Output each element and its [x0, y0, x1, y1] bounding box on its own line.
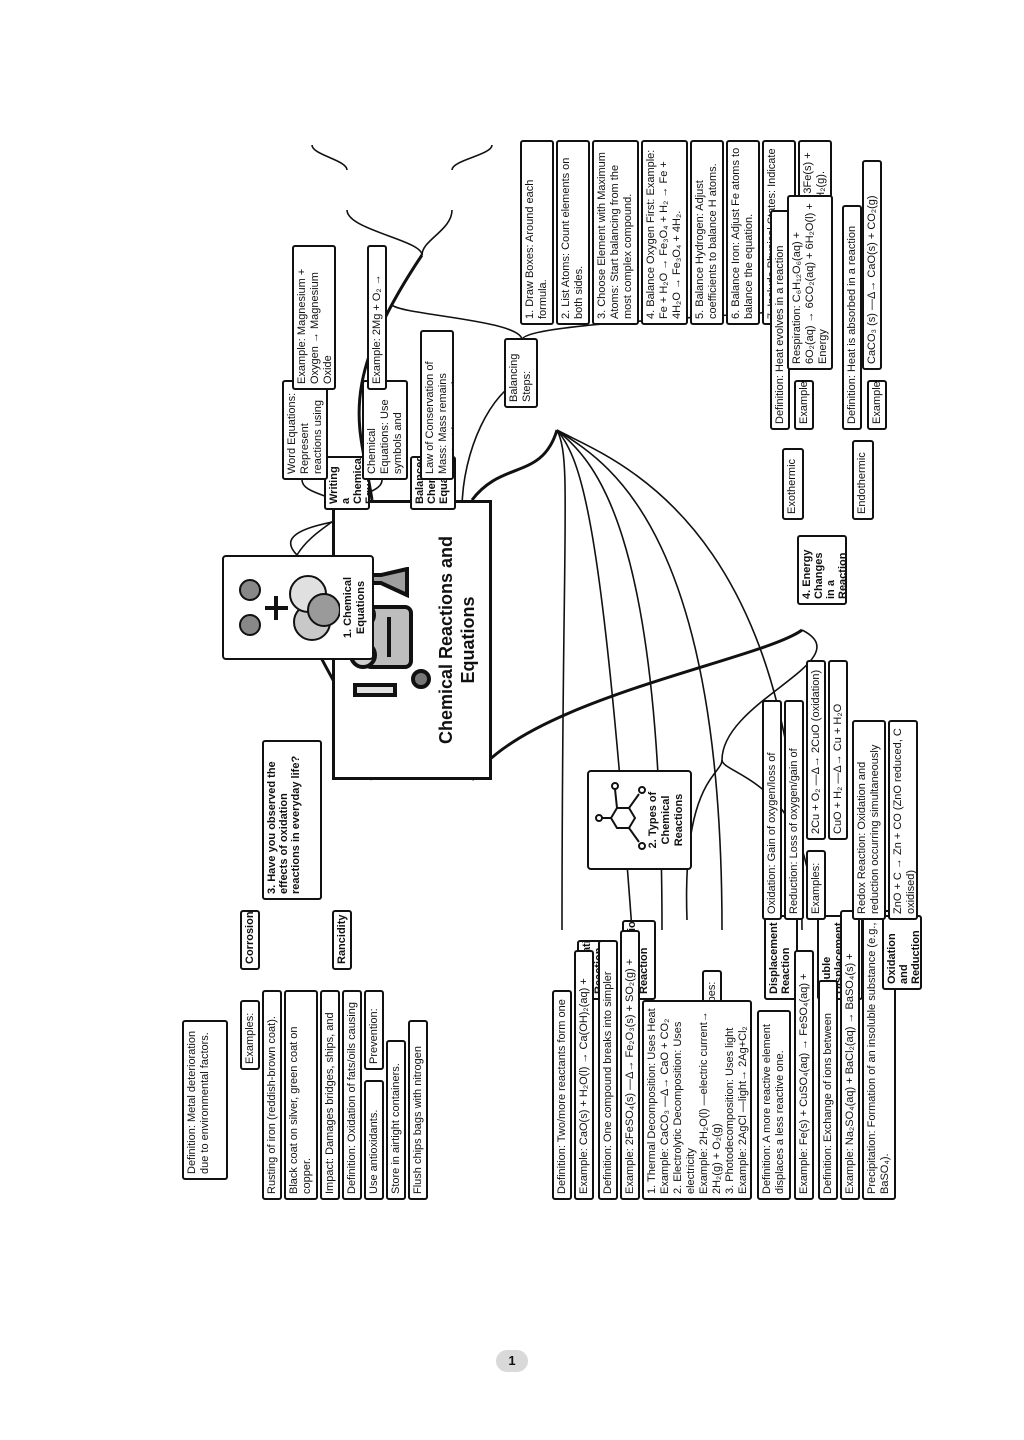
- chemical-equations-def: Chemical Equations: Use symbols and form…: [362, 380, 408, 480]
- energy-changes-node: 4. Energy Changes in a Reaction: [797, 535, 847, 605]
- redox-example: 2Cu + O₂ —Δ→ 2CuO (oxidation): [806, 660, 826, 840]
- corrosion-definition: Definition: Metal deterioration due to e…: [182, 1020, 228, 1180]
- corrosion-impact: Impact: Damages bridges, ships, and iron…: [320, 990, 340, 1200]
- oxidation-effects-node: 3. Have you observed the effects of oxid…: [262, 740, 322, 900]
- balancing-step: 2. List Atoms: Count elements on both si…: [556, 140, 590, 325]
- balancing-step: 3. Choose Element with Maximum Atoms: St…: [592, 140, 639, 325]
- decomposition-example: Example: 2FeSO₄(s) —Δ→ Fe₂O₃(s) + SO₂(g)…: [620, 930, 640, 1200]
- redox-reaction-definition: Redox Reaction: Oxidation and reduction …: [852, 720, 886, 920]
- reduction-definition: Reduction: Loss of oxygen/gain of hydrog…: [784, 700, 804, 920]
- law-of-conservation: Law of Conservation of Mass: Mass remain…: [420, 330, 454, 480]
- corrosion-example: Black coat on silver, green coat on copp…: [284, 990, 318, 1200]
- types-of-reactions-node: 2. Types of Chemical Reactions: [587, 770, 692, 870]
- decomposition-type-line: 3. Photodecomposition: Uses light: [724, 1027, 736, 1194]
- decomposition-type-line: Example: CaCO₃ —Δ→ CaO + CO₂: [659, 1018, 671, 1194]
- decomposition-types: 1. Thermal Decomposition: Uses Heat Exam…: [642, 1000, 752, 1200]
- exothermic-node: Exothermic: [782, 448, 804, 520]
- displacement-node: Displacement Reaction: [764, 915, 798, 1000]
- word-equations: Word Equations: Represent reactions usin…: [282, 380, 328, 480]
- double-displacement-example: Example: Na₂SO₄(aq) + BaCl₂(aq) → BaSO₄(…: [840, 910, 860, 1200]
- mind-map: Chemical Reactions and Equations 1. Chem…: [162, 140, 922, 1220]
- rancidity-node: Rancidity: [332, 910, 352, 970]
- decomposition-type-line: Example: 2AgCl —light→ 2Ag+Cl₂: [737, 1026, 749, 1194]
- decomposition-type-line: 2. Electrolytic Decomposition: Uses elec…: [672, 1021, 697, 1194]
- chemistry-lab-icon: [345, 567, 431, 697]
- rancidity-prevention-item: Use antioxidants.: [364, 1080, 384, 1200]
- central-topic: Chemical Reactions and Equations: [332, 500, 492, 780]
- balancing-step: 4. Balance Oxygen First: Example: Fe + H…: [641, 140, 688, 325]
- oxidation-definition: Oxidation: Gain of oxygen/loss of hydrog…: [762, 700, 782, 920]
- redox-reaction-example: ZnO + C → Zn + CO (ZnO reduced, C oxidis…: [888, 720, 918, 920]
- rancidity-definition: Definition: Oxidation of fats/oils causi…: [342, 990, 362, 1200]
- corrosion-examples-label: Examples:: [240, 1000, 260, 1070]
- balancing-step: 5. Balance Hydrogen: Adjust coefficients…: [690, 140, 724, 325]
- page-number: 1: [496, 1350, 528, 1372]
- balancing-step: 6. Balance Iron: Adjust Fe atoms to bala…: [726, 140, 760, 325]
- decomposition-type-line: 1. Thermal Decomposition: Uses Heat: [646, 1008, 658, 1194]
- redox-node: Oxidation and Reduction: [882, 915, 922, 990]
- rancidity-prevention-label: Prevention:: [364, 990, 384, 1070]
- endothermic-node: Endothermic: [852, 440, 874, 520]
- exothermic-example-label: Example: [794, 380, 814, 430]
- endothermic-example-label: Example: [867, 380, 887, 430]
- molecules-plus-icon: [239, 575, 340, 641]
- redox-example: CuO + H₂ —Δ→ Cu + H₂O (reduction): [828, 660, 848, 840]
- endothermic-example: CaCO₃ (s) —Δ→ CaO(s) + CO₂(g): [862, 160, 882, 370]
- displacement-example: Example: Fe(s) + CuSO₄(aq) → FeSO₄(aq) +…: [794, 950, 814, 1200]
- rancidity-prevention-item: Store in airtight containers.: [386, 1040, 406, 1200]
- chemical-equation-example: Example: 2Mg + O₂ → 2MgO: [367, 245, 387, 390]
- word-equation-example: Example: Magnesium + Oxygen → Magnesium …: [292, 245, 336, 390]
- balancing-step: 1. Draw Boxes: Around each formula.: [520, 140, 554, 325]
- chemical-equations-title: 1. Chemical Equations: [342, 576, 367, 639]
- corrosion-node: Corrosion: [240, 910, 260, 970]
- displacement-definition: Definition: A more reactive element disp…: [757, 1010, 791, 1200]
- endothermic-definition: Definition: Heat is absorbed in a reacti…: [842, 205, 862, 430]
- rancidity-prevention-item: Flush chips bags with nitrogen gas.: [408, 1020, 428, 1200]
- redox-examples-label: Examples:: [806, 850, 826, 920]
- decomposition-definition: Definition: One compound breaks into sim…: [598, 940, 618, 1200]
- double-displacement-definition: Definition: Exchange of ions between rea…: [818, 980, 838, 1200]
- corrosion-example: Rusting of iron (reddish-brown coat).: [262, 990, 282, 1200]
- central-title: Chemical Reactions and Equations: [436, 535, 478, 745]
- molecule-structure-icon: [595, 782, 646, 850]
- chemical-equations-node: 1. Chemical Equations: [222, 555, 374, 660]
- decomposition-type-line: Example: 2H₂O(l) —electric current→ 2H₂(…: [698, 1011, 723, 1194]
- combination-example: Example: CaO(s) + H₂O(l) → Ca(OH)₂(aq) +…: [574, 950, 594, 1200]
- types-of-reactions-title: 2. Types of Chemical Reactions: [647, 791, 685, 849]
- combination-definition: Definition: Two/more reactants form one …: [552, 990, 572, 1200]
- balancing-steps-label: Balancing Steps:: [504, 338, 538, 408]
- exothermic-example: Respiration: C₆H₁₂O₆(aq) + 6O₂(aq) → 6CO…: [787, 195, 833, 370]
